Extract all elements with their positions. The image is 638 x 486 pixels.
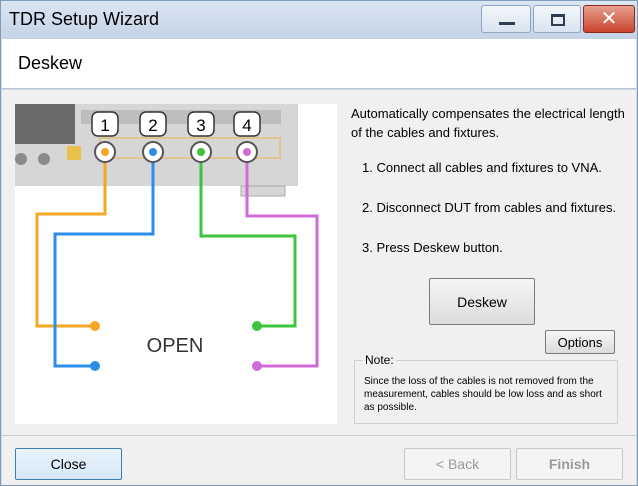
- port-4-badge: [233, 111, 261, 137]
- back-button[interactable]: < Back: [404, 448, 511, 480]
- cable-3-line: [199, 152, 297, 328]
- cable-4-line: [245, 152, 319, 368]
- title-bar[interactable]: TDR Setup Wizard ✕: [1, 1, 637, 39]
- options-button[interactable]: Options: [545, 330, 615, 354]
- step-2: 2. Disconnect DUT from cables and fixtur…: [362, 200, 617, 215]
- maximize-button[interactable]: [533, 5, 581, 33]
- connection-diagram-svg: 1 2 3 4 OPEN: [15, 104, 319, 371]
- port-3-connector-icon: [190, 141, 212, 163]
- cable-2-end: [90, 361, 100, 371]
- cable-1-end: [90, 321, 100, 331]
- port-3-label: 3: [196, 116, 205, 135]
- port-4-connector-icon: [236, 141, 258, 163]
- close-button[interactable]: Close: [15, 448, 122, 480]
- note-box: Note: Since the loss of the cables is no…: [354, 353, 618, 424]
- deskew-description: Automatically compensates the electrical…: [351, 106, 625, 140]
- caution-label: [67, 146, 81, 160]
- note-label: Note:: [363, 353, 396, 367]
- deskew-button[interactable]: Deskew: [429, 278, 535, 325]
- probe-power-connector-icon: [38, 153, 50, 165]
- step-3: 3. Press Deskew button.: [362, 240, 503, 255]
- port-4-label: 4: [242, 116, 251, 135]
- cable-2-line: [53, 152, 155, 368]
- vna-key-row: [81, 110, 281, 124]
- port-3-badge: [187, 111, 215, 137]
- port-1-label: 1: [100, 116, 109, 135]
- page-title: Deskew: [18, 53, 83, 73]
- maximize-icon: [551, 14, 565, 26]
- port-2-connector-icon: [142, 141, 164, 163]
- cable-3-end: [252, 321, 262, 331]
- step-1: 1. Connect all cables and fixtures to VN…: [362, 160, 602, 175]
- wizard-content: 1 2 3 4 OPEN Automatically compensates t…: [2, 90, 636, 435]
- minimize-icon: [499, 22, 515, 25]
- wizard-footer: Close < Back Finish: [2, 435, 636, 485]
- probe-power-connector-icon: [15, 153, 27, 165]
- close-icon: ✕: [600, 8, 618, 30]
- connection-diagram: 1 2 3 4 OPEN: [15, 104, 337, 424]
- open-label: OPEN: [147, 335, 204, 357]
- window-title: TDR Setup Wizard: [9, 9, 160, 29]
- note-text: Since the loss of the cables is not remo…: [364, 376, 602, 413]
- port-2-badge: [139, 111, 167, 137]
- minimize-button[interactable]: [481, 5, 531, 33]
- vna-display: [15, 104, 75, 144]
- port-2-label: 2: [148, 116, 157, 135]
- finish-button[interactable]: Finish: [516, 448, 623, 480]
- port-1-connector-icon: [94, 141, 116, 163]
- port-1-badge: [91, 111, 119, 137]
- vna-foot: [240, 185, 286, 197]
- cable-4-end: [252, 361, 262, 371]
- window-close-button[interactable]: ✕: [583, 5, 635, 33]
- page-header: Deskew: [2, 39, 636, 89]
